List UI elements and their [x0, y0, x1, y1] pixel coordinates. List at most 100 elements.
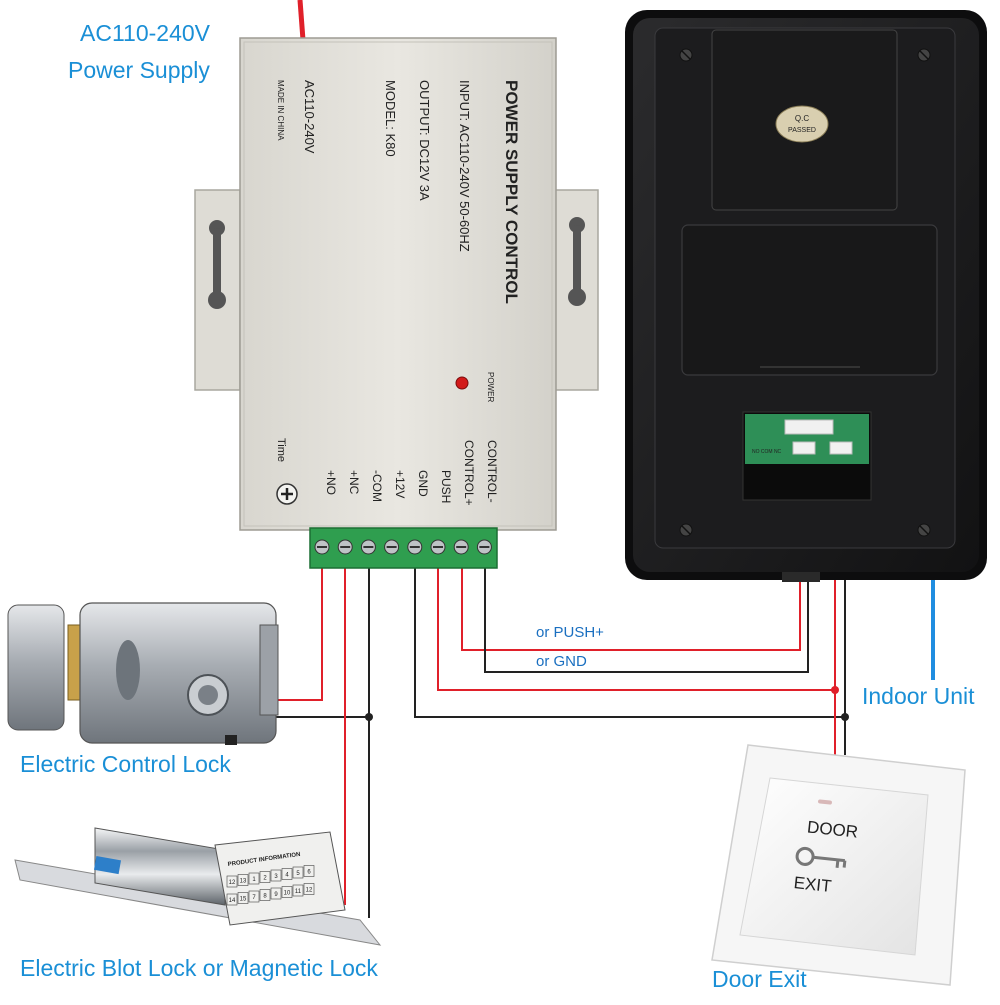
indoor-bottom-tab [782, 572, 820, 582]
exit-button-led-icon [818, 799, 832, 805]
wire-label-or-push: or PUSH+ [536, 624, 604, 641]
time-adjust-knob-icon[interactable] [276, 483, 298, 505]
terminal-label: PUSH [439, 470, 453, 503]
grid-cell-number: 5 [296, 871, 300, 877]
psu-label-input: INPUT: AC110-240V 50-60HZ [457, 80, 472, 252]
svg-text:INPUT: AC110-240V 50-60HZ: INPUT: AC110-240V 50-60HZ [457, 80, 472, 252]
psu-label-model: MODEL: K80 [383, 80, 398, 157]
terminal-screws [314, 539, 492, 555]
psu-label-ac: AC110-240V [302, 80, 317, 154]
grid-cell-number: 8 [263, 894, 267, 900]
electric-control-lock-label: Electric Control Lock [20, 751, 231, 777]
exit-button-line2: EXIT [793, 873, 833, 896]
grid-cell-number: 12 [229, 880, 236, 886]
grid-cell-number: 11 [295, 889, 302, 895]
terminal-screw-icon[interactable] [430, 539, 446, 555]
grid-cell [270, 869, 282, 882]
lock-mount-flange [259, 624, 279, 716]
terminal-screw-icon[interactable] [337, 539, 353, 555]
screw-icon [917, 48, 931, 62]
terminal-screw-icon[interactable] [476, 539, 492, 555]
power-supply-label-line2: Power Supply [68, 57, 210, 83]
svg-text:OUTPUT: DC12V 3A: OUTPUT: DC12V 3A [417, 80, 432, 201]
power-supply-unit: POWER SUPPLY CONTROL INPUT: AC110-240V 5… [194, 37, 599, 569]
grid-cell [281, 886, 293, 898]
psu-body [239, 37, 557, 531]
connector-socket [792, 441, 816, 455]
lock-body [79, 602, 277, 744]
ac-cable [297, 0, 306, 41]
grid-cell [281, 868, 293, 880]
grid-cell [259, 889, 271, 901]
junction-dot [831, 686, 839, 694]
psu-label-time: Time [275, 438, 287, 462]
psu-label-made-in: MADE IN CHINA [276, 80, 285, 141]
terminal-screw-icon[interactable] [453, 539, 469, 555]
key-cylinder-core [198, 685, 218, 705]
electric-control-lock [7, 602, 279, 745]
grid-cell-number: 14 [229, 898, 236, 904]
lock-brand-badge [116, 640, 140, 700]
junction-dot [365, 713, 373, 721]
key-icon [795, 846, 847, 868]
grid-cell [292, 866, 304, 879]
grid-cell [292, 884, 304, 897]
grid-cell-number: 6 [307, 870, 311, 876]
grid-cell [226, 893, 238, 906]
grid-cell-number: 13 [240, 879, 247, 885]
wire-label-or-gnd: or GND [536, 653, 587, 670]
psu-label-power: POWER [486, 372, 495, 402]
grid-cell-number: 15 [240, 897, 247, 903]
connector-socket [829, 441, 853, 455]
svg-text:POWER SUPPLY CONTROL: POWER SUPPLY CONTROL [502, 80, 521, 304]
grid-cell [237, 892, 249, 904]
terminal-screw-icon[interactable] [384, 539, 400, 555]
grid-cell-number: 9 [274, 892, 278, 898]
indoor-unit-label: Indoor Unit [862, 683, 975, 709]
svg-text:AC110-240V: AC110-240V [302, 80, 317, 154]
lock-cable-exit [225, 735, 237, 745]
power-led-icon [455, 376, 469, 390]
grid-cell [237, 874, 249, 886]
wire-no [275, 545, 323, 701]
terminal-screw-icon[interactable] [360, 539, 376, 555]
indoor-unit: Q.C PASSED NO COM NC [625, 10, 987, 582]
grid-cell [270, 887, 282, 900]
terminal-screw-icon[interactable] [407, 539, 423, 555]
grid-cell-number: 2 [263, 876, 267, 882]
grid-cell-number: 3 [274, 874, 278, 880]
door-exit-label: Door Exit [712, 966, 807, 992]
exit-button-face[interactable] [739, 777, 929, 956]
svg-text:Q.C: Q.C [795, 114, 809, 123]
terminal-label: -COM [370, 470, 384, 502]
bolt-lock-label-panel [214, 831, 346, 926]
terminal-label: GND [416, 470, 430, 497]
bolt-lock-indicator [93, 856, 122, 875]
svg-text:Time: Time [275, 438, 287, 462]
svg-text:PASSED: PASSED [788, 127, 816, 134]
lock-strike-plate [7, 604, 65, 731]
connector-socket [784, 419, 834, 435]
battery-cover[interactable] [681, 224, 938, 376]
grid-cell [303, 865, 315, 877]
grid-cell [303, 883, 315, 895]
grid-cell-number: 12 [306, 888, 313, 894]
door-exit-button[interactable]: DOOR EXIT [711, 744, 966, 986]
screw-icon [917, 523, 931, 537]
grid-cell [248, 890, 260, 903]
terminal-label: +NO [324, 470, 338, 495]
terminal-screw-icon[interactable] [314, 539, 330, 555]
qc-passed-sticker: Q.C PASSED [775, 105, 829, 143]
terminal-label: CONTROL+ [462, 440, 476, 506]
screw-icon [679, 523, 693, 537]
svg-text:MODEL: K80: MODEL: K80 [383, 80, 398, 157]
grid-cell-number: 4 [285, 873, 289, 879]
wire-push [437, 545, 836, 755]
terminal-label: +12V [393, 470, 407, 498]
terminal-label: +NC [347, 470, 361, 495]
junction-dot [841, 713, 849, 721]
bolt-lock-label: Electric Blot Lock or Magnetic Lock [20, 955, 378, 981]
